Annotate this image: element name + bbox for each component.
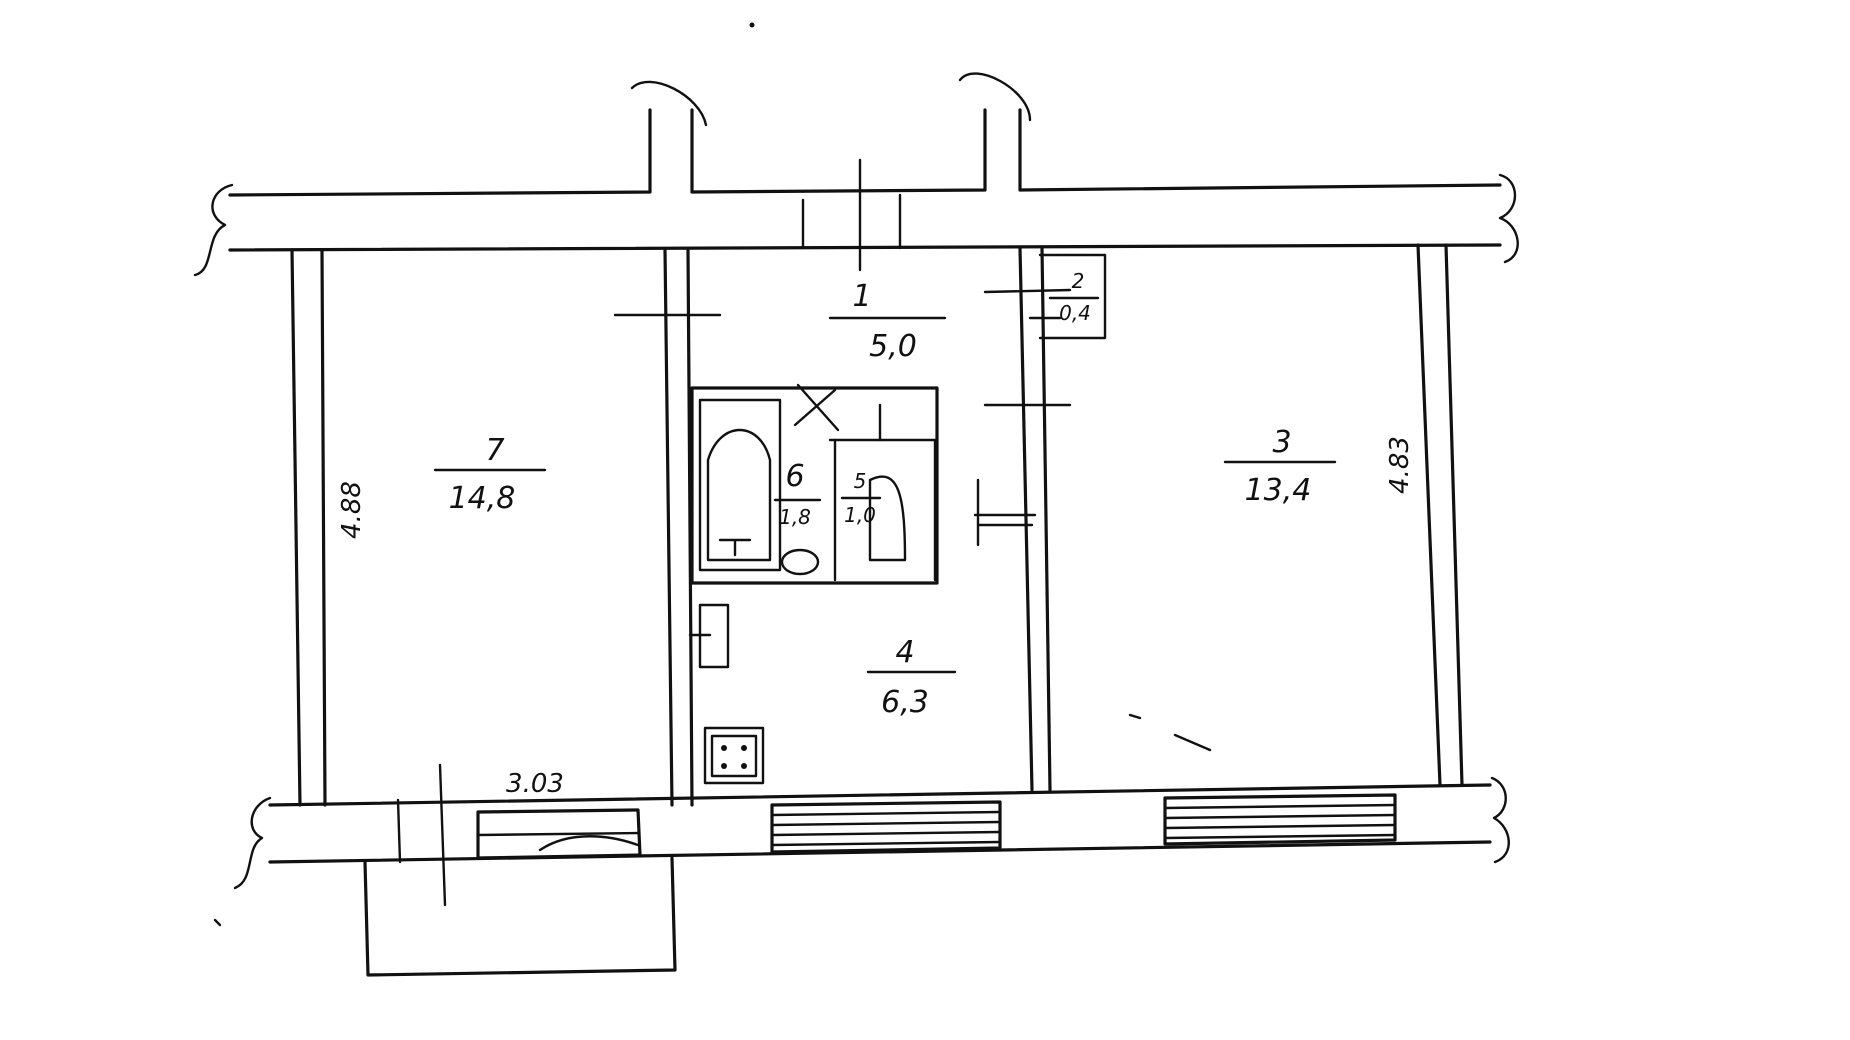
room-label-1: 1 5,0 xyxy=(828,279,947,364)
room-label-6: 6 1,8 xyxy=(773,459,822,529)
interior-walls xyxy=(613,158,1107,807)
room-7-number: 7 xyxy=(485,433,504,468)
room-7-area: 14,8 xyxy=(449,481,516,516)
room-4-area: 6,3 xyxy=(881,685,929,720)
room-label-4: 4 6,3 xyxy=(866,635,957,720)
room-label-7: 7 14,8 xyxy=(433,433,547,516)
windows xyxy=(476,793,1397,860)
dimension-left-width: 3.03 xyxy=(506,769,564,799)
room-5-area: 1,0 xyxy=(844,503,876,527)
room-4-number: 4 xyxy=(895,635,914,670)
room-3-area: 13,4 xyxy=(1245,473,1312,508)
room-label-5: 5 1,0 xyxy=(840,469,882,527)
room-2-number: 2 xyxy=(1072,269,1085,293)
kitchen-fixtures xyxy=(688,603,765,785)
room-label-3: 3 13,4 xyxy=(1223,425,1337,508)
room-1-area: 5,0 xyxy=(869,329,917,364)
bathroom-block xyxy=(690,383,939,585)
room-5-number: 5 xyxy=(854,469,867,493)
dimension-left-height: 4.88 xyxy=(337,481,367,539)
room-3-number: 3 xyxy=(1272,425,1291,460)
outer-walls xyxy=(193,72,1519,890)
room-6-area: 1,8 xyxy=(779,505,811,529)
scan-marks xyxy=(213,22,1212,927)
room-6-number: 6 xyxy=(785,459,804,494)
dimension-right-height: 4.83 xyxy=(1385,436,1415,494)
room-1-number: 1 xyxy=(852,279,871,314)
room-2-area: 0,4 xyxy=(1059,301,1091,325)
balcony xyxy=(363,763,677,977)
room-label-2: 2 0,4 xyxy=(1048,269,1100,325)
